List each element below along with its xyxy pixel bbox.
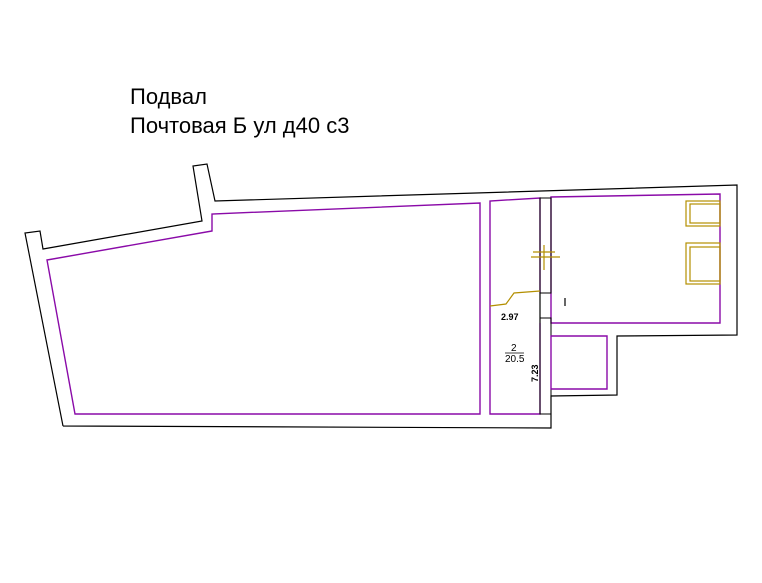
fixture-lower — [685, 242, 721, 285]
room-area: 20.5 — [505, 354, 525, 365]
crosshair-marker — [531, 245, 560, 270]
partition-wall-lower — [539, 317, 552, 415]
dimension-length: 7.23 — [530, 364, 540, 382]
dimension-width: 2.97 — [501, 312, 519, 322]
room-east-outline — [550, 193, 721, 324]
room-number: 2 — [511, 343, 517, 354]
plan-title-address: Почтовая Б ул д40 с3 — [130, 113, 350, 138]
room-hall-outline — [46, 202, 481, 415]
outer-wall — [24, 163, 738, 429]
partition-wall-upper — [539, 197, 552, 294]
door-swing — [489, 290, 541, 307]
plan-title-level: Подвал — [130, 84, 207, 109]
room-small-outline — [550, 335, 608, 390]
fixture-upper — [685, 200, 721, 227]
